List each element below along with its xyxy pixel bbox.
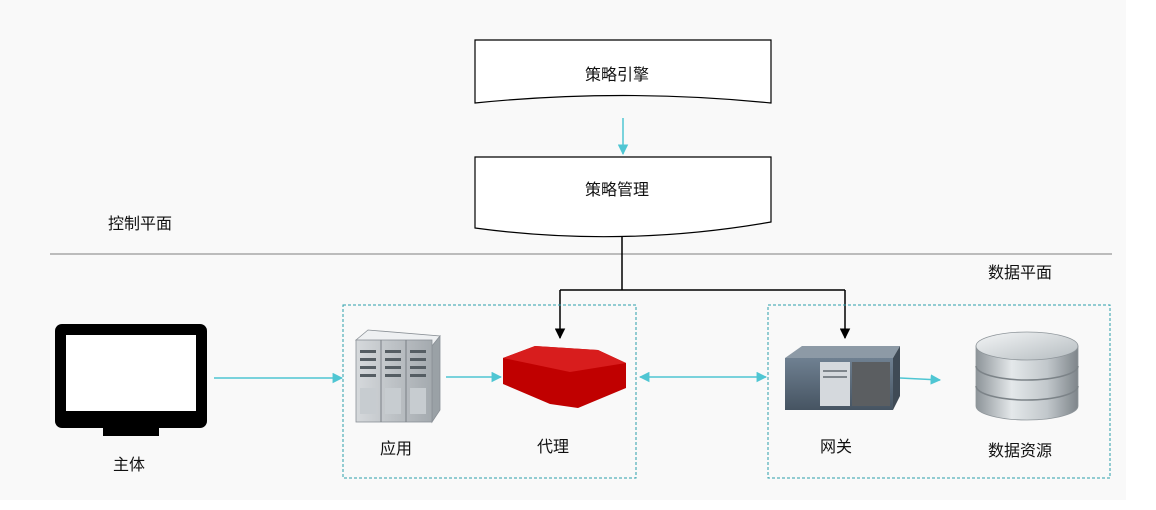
data-resource-label: 数据资源: [988, 441, 1053, 460]
gateway-device-icon: [785, 346, 900, 410]
server-rack-icon: [354, 329, 441, 424]
subject-label: 主体: [113, 455, 146, 474]
control-connectors: [554, 236, 851, 340]
monitor-icon: [55, 324, 207, 436]
app-proxy-group: [342, 304, 637, 479]
app-label: 应用: [380, 439, 413, 458]
policy-manager-label: 策略管理: [585, 180, 650, 199]
proxy-label: 代理: [537, 437, 570, 456]
gateway-to-resource-arrow: [899, 374, 942, 385]
data-plane-label: 数据平面: [988, 263, 1053, 282]
database-icon: [975, 331, 1079, 421]
policy-engine-shape: [474, 39, 772, 104]
gateway-label: 网关: [820, 437, 853, 456]
proxy-device-icon: [503, 346, 626, 408]
policy-engine-label: 策略引擎: [585, 65, 650, 84]
policy-manager-shape: [474, 156, 772, 238]
gateway-resource-group: [767, 304, 1111, 479]
control-plane-label: 控制平面: [108, 214, 173, 233]
